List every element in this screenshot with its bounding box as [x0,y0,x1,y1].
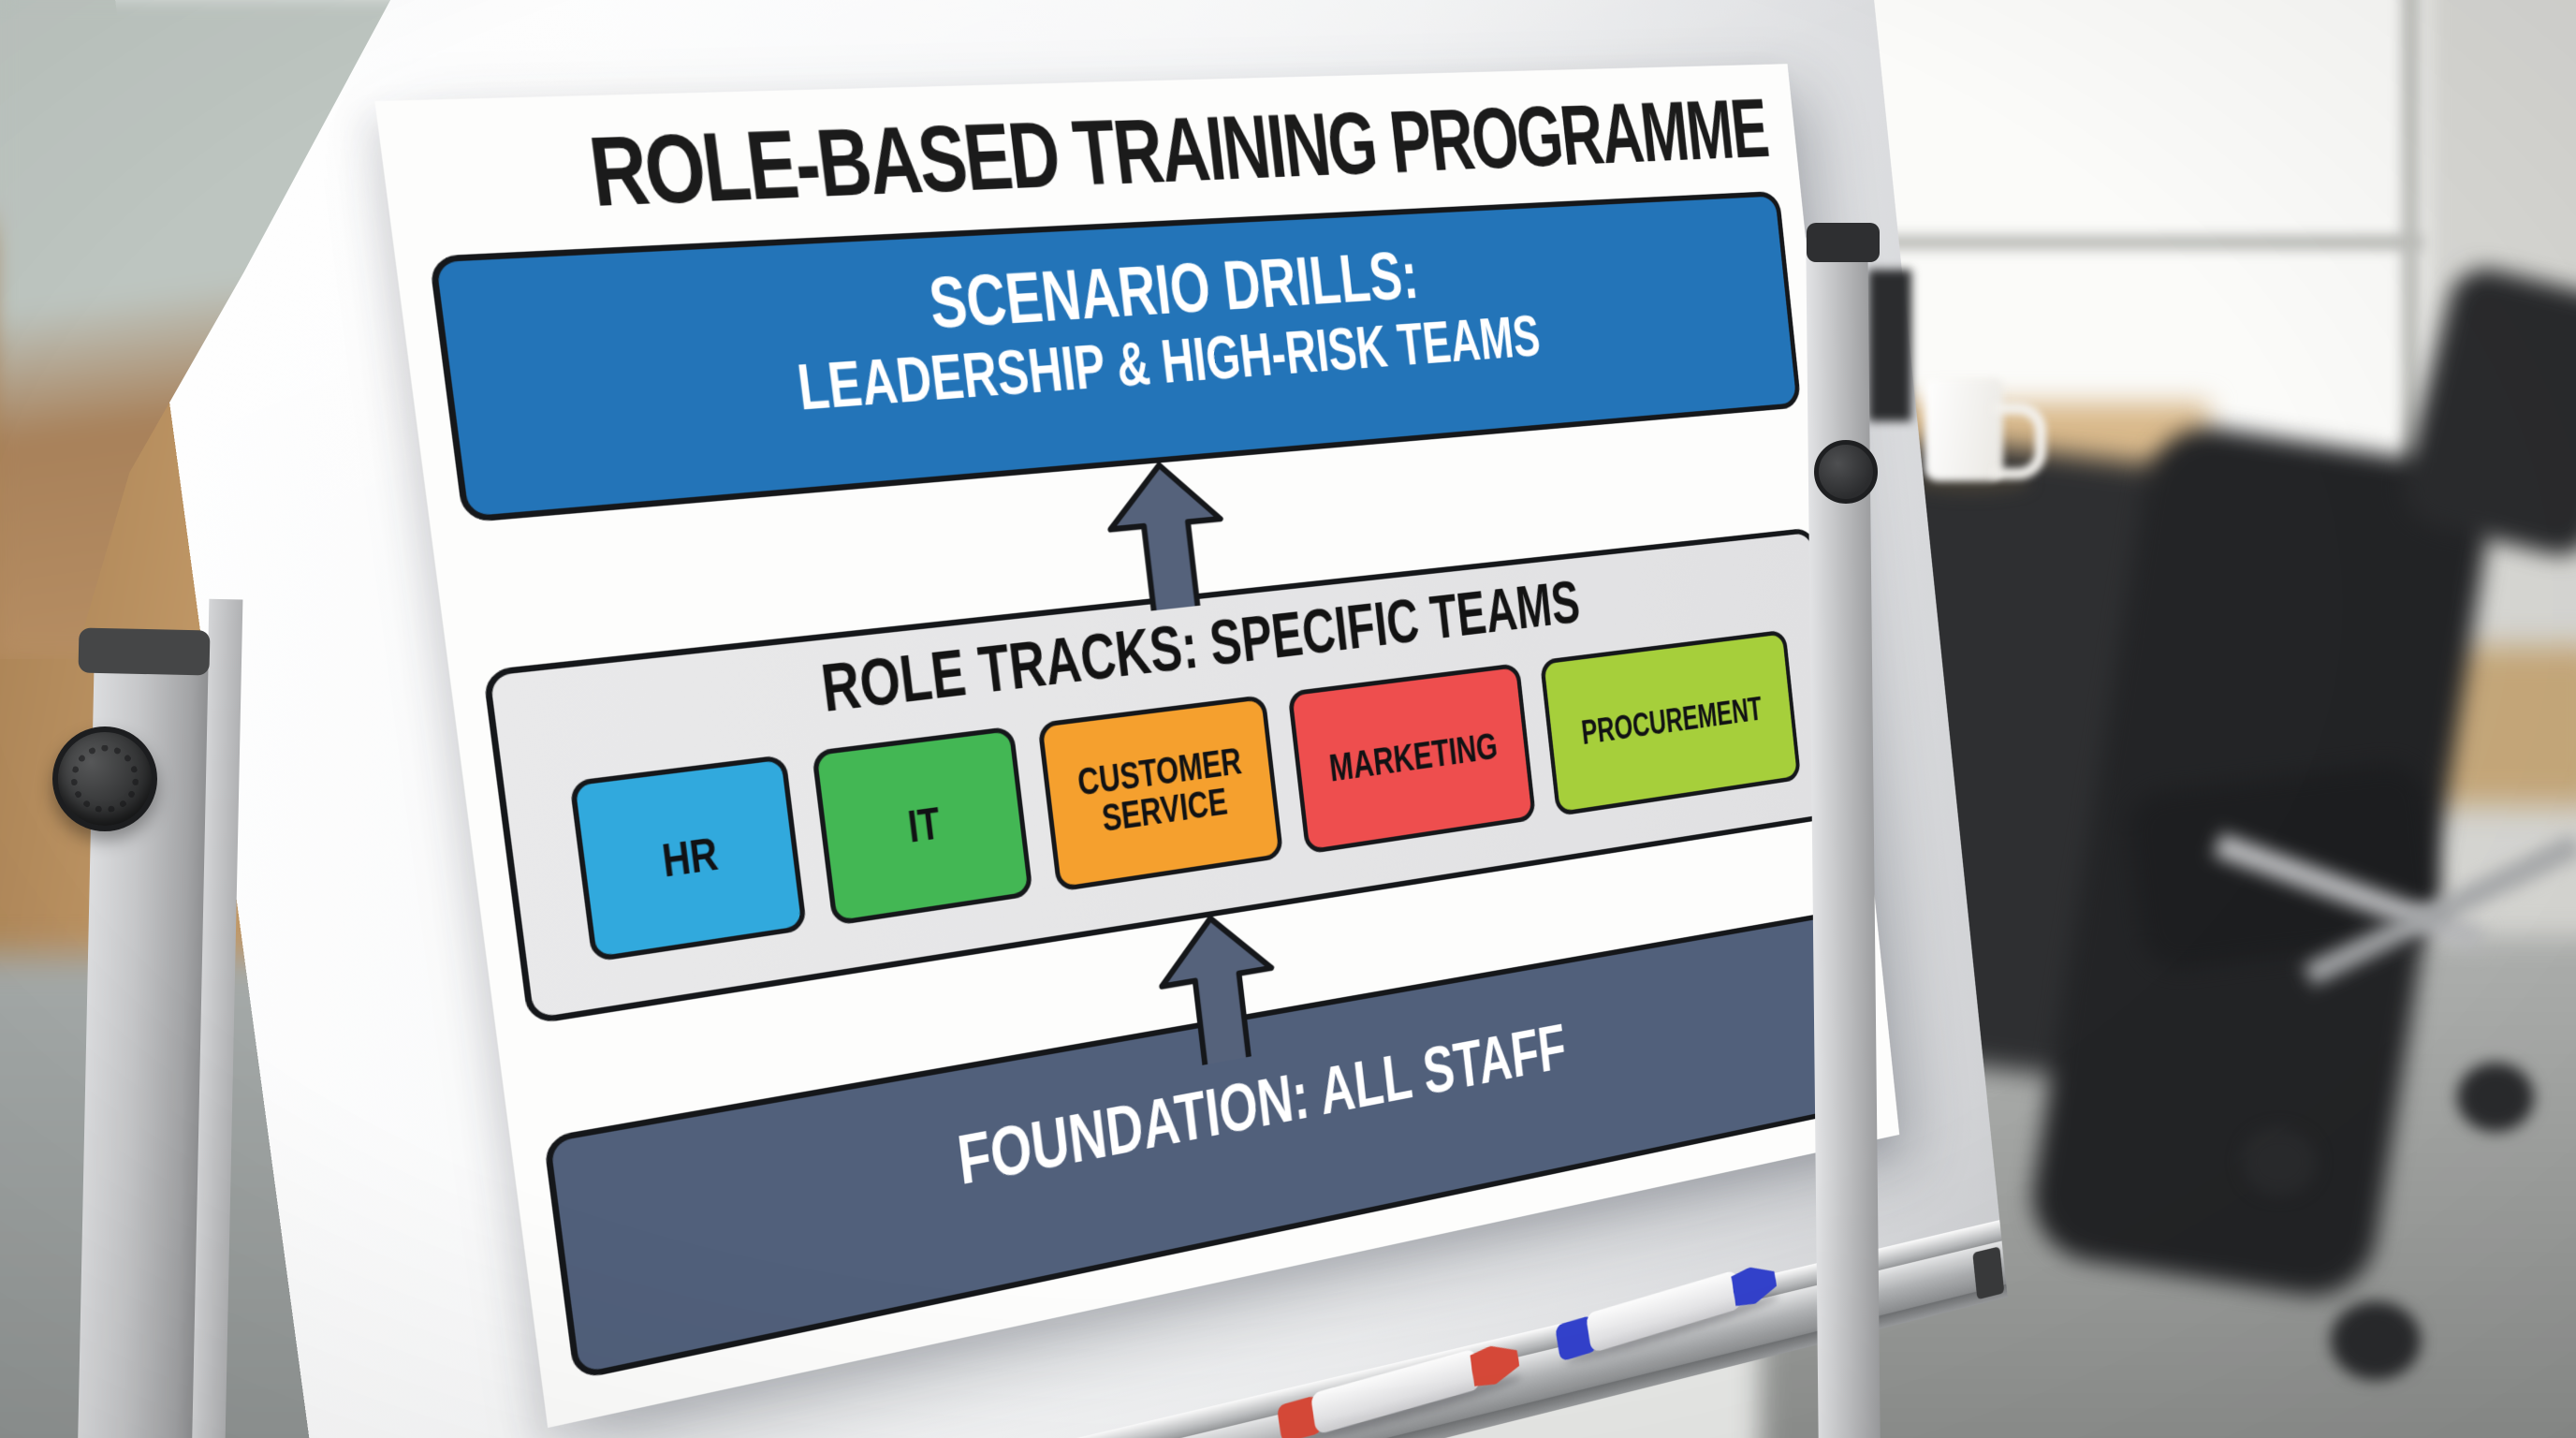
easel-knob-icon [52,726,157,831]
track-box-it: IT [811,726,1033,927]
track-label-hr: HR [659,827,721,887]
track-box-marketing: MARKETING [1287,662,1537,855]
up-arrow-icon [1137,901,1297,1074]
track-label-procurement: PROCUREMENT [1579,690,1764,753]
coffee-mug [1925,378,2003,481]
monitor-edge [1868,270,1911,421]
chair-caster [2242,1128,2317,1196]
up-arrow-shape [1155,910,1281,1071]
coffee-mug-handle [1992,403,2046,479]
track-label-customer-service: CUSTOMER SERVICE [1075,741,1244,841]
up-arrow-icon [1090,452,1243,615]
easel-knob-icon [1814,440,1878,504]
easel-post-right [1806,231,1881,1438]
easel-post-right-cap [1807,223,1880,262]
window-mullion-horizontal [1760,236,2424,249]
track-box-procurement: PROCUREMENT [1540,629,1802,817]
easel-post-left-cap [78,627,211,676]
track-box-hr: HR [569,754,808,963]
track-box-customer-service: CUSTOMER SERVICE [1036,694,1284,892]
track-label-it: IT [905,797,944,852]
tray-bracket [1972,1246,2005,1300]
track-label-marketing: MARKETING [1326,724,1500,790]
up-arrow-shape [1104,461,1230,614]
whiteboard: ROLE-BASED TRAINING PROGRAMME SCENARIO D… [107,0,2010,1438]
chair-caster [2331,1301,2421,1380]
training-poster: ROLE-BASED TRAINING PROGRAMME SCENARIO D… [374,64,1900,1429]
chair-caster [2457,1063,2534,1132]
